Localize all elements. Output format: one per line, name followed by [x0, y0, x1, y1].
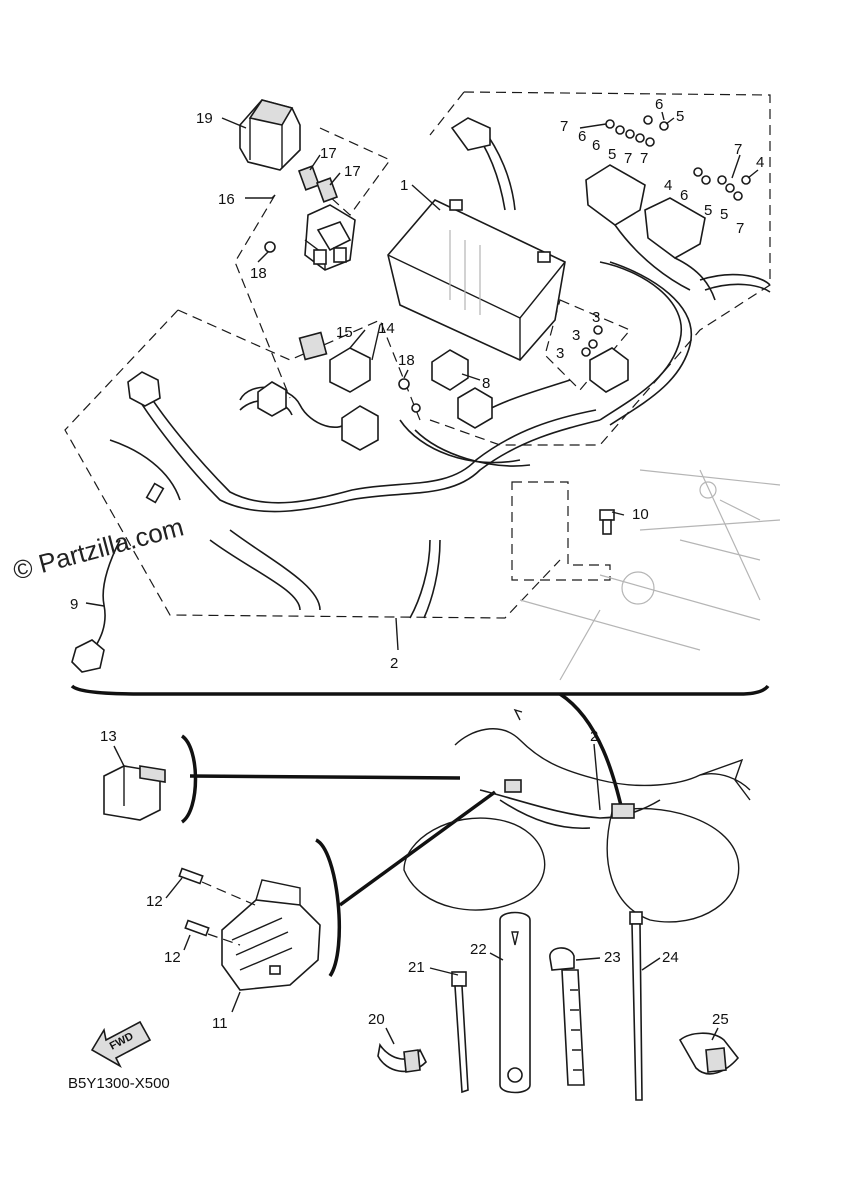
motorcycle-outline — [403, 708, 751, 923]
leader-lines — [85, 111, 759, 1045]
callout-12b: 12 — [164, 949, 181, 966]
section-separator — [70, 684, 770, 696]
callout-12a: 12 — [146, 893, 163, 910]
callout-20: 20 — [368, 1011, 385, 1028]
pointer-line-11 — [338, 790, 497, 907]
part-18-nut — [264, 241, 421, 413]
callout-16: 16 — [218, 191, 235, 208]
callout-14: 14 — [378, 320, 395, 337]
callout-5c: 5 — [704, 202, 712, 219]
callout-24: 24 — [662, 949, 679, 966]
callout-6a: 6 — [655, 96, 663, 113]
callout-6c: 6 — [592, 137, 600, 154]
fuse-boxes — [585, 164, 716, 301]
part-8-relay — [431, 349, 469, 391]
part-22-strap — [499, 911, 531, 1094]
callout-21: 21 — [408, 959, 425, 976]
callout-10: 10 — [632, 506, 649, 523]
fwd-arrow-icon — [90, 1020, 152, 1069]
pointer-line-13 — [189, 774, 461, 780]
callout-23: 23 — [604, 949, 621, 966]
part-1-battery — [387, 199, 566, 361]
part-17-fuses — [297, 165, 339, 203]
callout-7e: 7 — [736, 220, 744, 237]
callout-8: 8 — [482, 375, 490, 392]
callout-2-upper: 2 — [390, 655, 398, 672]
callout-18b: 18 — [398, 352, 415, 369]
part-23-clamp-tie — [549, 947, 585, 1086]
callout-22: 22 — [470, 941, 487, 958]
callout-2-lower: 2 — [590, 728, 598, 745]
callout-19: 19 — [196, 110, 213, 127]
part-3-terminals — [581, 325, 629, 393]
part-20-clip — [377, 1042, 427, 1073]
bracket-11 — [314, 838, 342, 977]
callout-3c: 3 — [556, 345, 564, 362]
callout-9: 9 — [70, 596, 78, 613]
part-13-module — [103, 765, 166, 821]
callout-17b: 17 — [344, 163, 361, 180]
part-12-bolts — [178, 867, 256, 946]
diagram-code: B5Y1300-X500 — [68, 1075, 170, 1092]
callout-3a: 3 — [592, 309, 600, 326]
callout-5d: 5 — [720, 206, 728, 223]
callout-15: 15 — [336, 324, 353, 341]
battery-cables — [450, 117, 516, 211]
part-14-15-relays — [298, 331, 371, 393]
part-19-relay-cover — [239, 99, 301, 171]
callout-7d: 7 — [734, 141, 742, 158]
part-24-long-tie — [629, 911, 643, 1101]
dashed-group-outlines — [64, 91, 771, 619]
callout-1: 1 — [400, 177, 408, 194]
harness-left — [109, 371, 601, 619]
part-10-bolt — [599, 509, 615, 535]
part-21-cable-tie — [451, 971, 469, 1094]
callout-3b: 3 — [572, 327, 580, 344]
callout-17a: 17 — [320, 145, 337, 162]
callout-4a: 4 — [756, 154, 764, 171]
callout-6b: 6 — [578, 128, 586, 145]
pointer-line-2 — [559, 692, 624, 811]
bracket-13 — [180, 734, 198, 824]
upper-parts — [71, 99, 781, 681]
callout-5b: 5 — [608, 146, 616, 163]
callout-7c: 7 — [640, 150, 648, 167]
callout-18a: 18 — [250, 265, 267, 282]
callout-11: 11 — [212, 1015, 228, 1032]
callout-6d: 6 — [680, 187, 688, 204]
frame-ghost — [519, 469, 781, 681]
part-11-regulator — [221, 879, 321, 991]
callout-7b: 7 — [624, 150, 632, 167]
part-9-sensor — [71, 482, 165, 673]
callout-5a: 5 — [676, 108, 684, 125]
callout-numbers: 1 2 2 3 3 3 4 4 5 5 5 5 6 6 6 6 7 7 7 7 … — [70, 96, 764, 1032]
callout-25: 25 — [712, 1011, 729, 1028]
part-25-clip — [678, 1032, 740, 1075]
small-terminals — [605, 115, 751, 201]
watermark-text: © Partzilla.com — [10, 511, 187, 585]
callout-4b: 4 — [664, 177, 672, 194]
lower-parts — [90, 708, 751, 1101]
callout-13: 13 — [100, 728, 117, 745]
part-relay-cluster — [304, 204, 356, 271]
callout-7a: 7 — [560, 118, 568, 135]
harness-right — [599, 261, 771, 426]
